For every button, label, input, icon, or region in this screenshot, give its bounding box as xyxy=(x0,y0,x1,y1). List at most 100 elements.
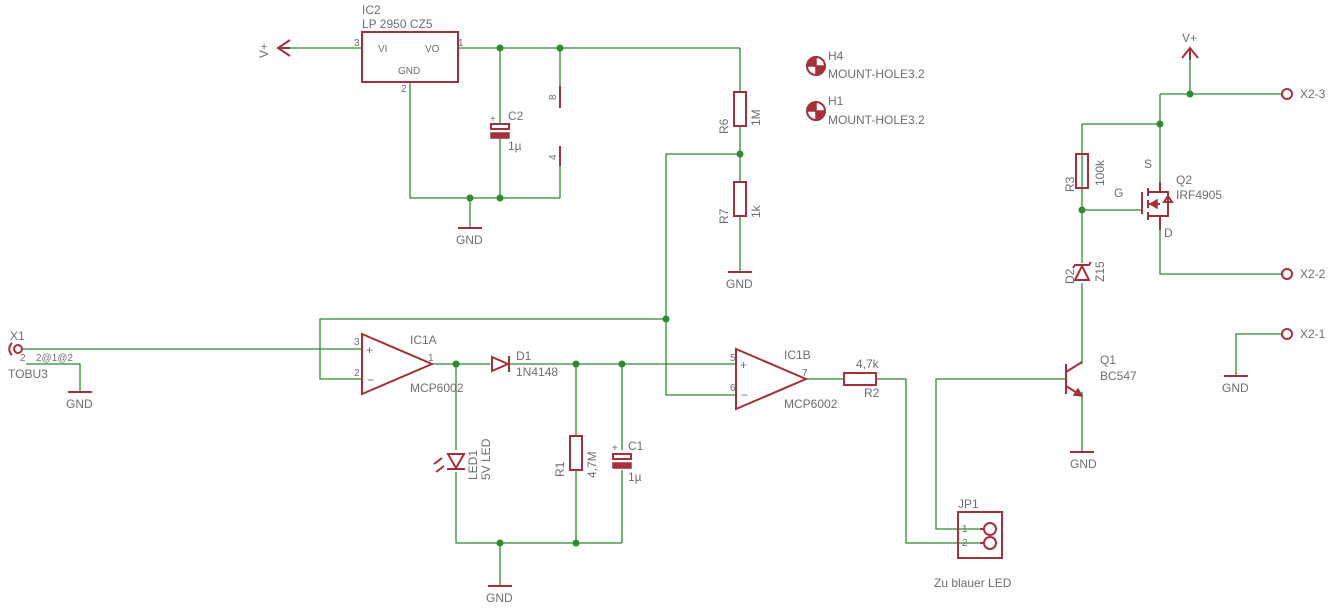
jp1-name: JP1 xyxy=(958,497,979,511)
gnd-label: GND xyxy=(1222,381,1249,395)
junction-dot xyxy=(452,360,460,368)
c2-plate-neg xyxy=(490,132,510,139)
c1-value: 1µ xyxy=(628,470,642,484)
r1-body xyxy=(569,435,583,471)
terminal-pad-icon xyxy=(1281,88,1293,100)
ic1b-value: MCP6002 xyxy=(784,397,838,411)
r2-body xyxy=(843,372,877,386)
r6-value: 1M xyxy=(749,109,763,126)
junction-dots xyxy=(452,44,1194,547)
gnd-label: GND xyxy=(456,233,483,247)
r7-resistor: R7 1k xyxy=(717,181,763,224)
wire-x2-1-gnd xyxy=(1235,333,1282,376)
r2-resistor: 4,7k R2 xyxy=(843,357,880,400)
ic1b-opamp: + − 5 6 7 IC1B MCP6002 xyxy=(730,347,838,411)
junction-dot xyxy=(618,360,626,368)
ic2-body xyxy=(361,31,459,83)
h1-name: H1 xyxy=(828,94,844,108)
x1-connector: X1 2 2@1@2 TOBU3 xyxy=(8,329,73,381)
terminal-pad-icon xyxy=(1281,328,1293,340)
gnd-symbol-bottom: GND xyxy=(486,585,513,605)
wire-divider-ic1b-minus xyxy=(665,153,740,396)
zener-icon xyxy=(1073,263,1091,281)
c1-plate-neg xyxy=(612,462,632,469)
junction-dot xyxy=(572,539,580,547)
x2-1-terminal: X2-1 xyxy=(1281,327,1326,341)
h1-value: MOUNT-HOLE3.2 xyxy=(828,113,925,127)
ic2-pin1-num: 1 xyxy=(458,38,464,49)
ic1-power-pins: 8 4 xyxy=(548,86,561,166)
ic2-pin-vi: VI xyxy=(378,44,387,55)
jp1-pad-icon xyxy=(983,522,997,536)
r3-body xyxy=(1075,153,1089,189)
terminal-pad-icon xyxy=(1281,268,1293,280)
ic2-pin3-num: 3 xyxy=(354,38,360,49)
wire-ic2-gnd xyxy=(409,82,560,199)
ic1b-plus: + xyxy=(740,358,747,372)
ic1a-name: IC1A xyxy=(410,333,437,347)
led1-name: LED1 xyxy=(466,450,480,480)
x2-3-name: X2-3 xyxy=(1300,87,1326,101)
led1-value: 5V LED xyxy=(479,438,493,480)
wire-x1-gnd xyxy=(26,363,81,392)
jp1-jumper: 1 2 JP1 Zu blauer LED xyxy=(934,497,1012,590)
r3-resistor: R3 100k xyxy=(1063,153,1107,192)
junction-dot xyxy=(496,194,504,202)
ic1a-minus: − xyxy=(367,373,374,387)
vplus-label: V+ xyxy=(257,43,271,58)
r7-name: R7 xyxy=(717,208,731,224)
ic1b-name: IC1B xyxy=(784,348,811,362)
d2-name: D2 xyxy=(1063,268,1077,284)
jp1-body xyxy=(957,511,1003,559)
junction-dot xyxy=(556,44,564,52)
ic2-pin2-num: 2 xyxy=(401,84,407,95)
r1-value: 4,7M xyxy=(585,451,599,478)
mount-hole-h4: H4 MOUNT-HOLE3.2 xyxy=(806,49,925,81)
gnd-symbol-q1: GND xyxy=(1070,451,1097,471)
ic1b-pin6-num: 6 xyxy=(730,383,736,394)
r3-name: R3 xyxy=(1063,176,1077,192)
x1-pin2-num: 2 xyxy=(20,353,26,364)
jp1-pad-icon xyxy=(983,536,997,550)
gnd-symbol-ic2: GND xyxy=(456,227,483,247)
led-icon xyxy=(446,453,466,471)
wire-drain-x2-2 xyxy=(1159,230,1282,275)
r7-value: 1k xyxy=(749,204,763,218)
d1-value: 1N4148 xyxy=(516,365,558,379)
vplus-label: V+ xyxy=(1182,31,1197,45)
junction-dot xyxy=(1186,90,1194,98)
q2-name: Q2 xyxy=(1176,173,1192,187)
d2-zener: D2 Z15 xyxy=(1063,261,1107,284)
x2-3-terminal: X2-3 xyxy=(1281,87,1326,101)
c1-plus-sign: + xyxy=(612,443,618,454)
r3-value: 100k xyxy=(1093,159,1107,186)
junction-dot xyxy=(466,194,474,202)
junction-dot xyxy=(662,315,670,323)
wire-r2-jp1-2 xyxy=(876,378,980,544)
q1-transistor: Q1 BC547 xyxy=(1065,353,1137,397)
mount-hole-h1: H1 MOUNT-HOLE3.2 xyxy=(806,94,925,127)
c2-plus-sign: + xyxy=(490,114,496,125)
r2-name: R2 xyxy=(864,386,880,400)
connector-pad-icon xyxy=(13,344,23,354)
ic1-pin8-num: 8 xyxy=(548,94,559,100)
wire-bottom-gnd-rail xyxy=(455,472,622,544)
c2-name: C2 xyxy=(508,109,524,123)
r7-body xyxy=(733,181,747,217)
q1-name: Q1 xyxy=(1100,353,1116,367)
c1-plate-pos xyxy=(612,453,632,460)
x2-2-name: X2-2 xyxy=(1300,267,1326,281)
h4-name: H4 xyxy=(828,49,844,63)
gnd-symbol-x1: GND xyxy=(66,391,93,411)
junction-dot xyxy=(1156,120,1164,128)
c1-capacitor: + C1 1µ xyxy=(612,439,644,484)
q2-value: IRF4905 xyxy=(1176,188,1222,202)
gnd-label: GND xyxy=(486,591,513,605)
x1-name: X1 xyxy=(10,329,25,343)
ic2-name: IC2 xyxy=(362,3,381,17)
q2-pin-d: D xyxy=(1164,226,1173,240)
gnd-symbol-x2: GND xyxy=(1222,375,1249,395)
r6-resistor: R6 1M xyxy=(717,91,763,134)
junction-dot xyxy=(736,150,744,158)
